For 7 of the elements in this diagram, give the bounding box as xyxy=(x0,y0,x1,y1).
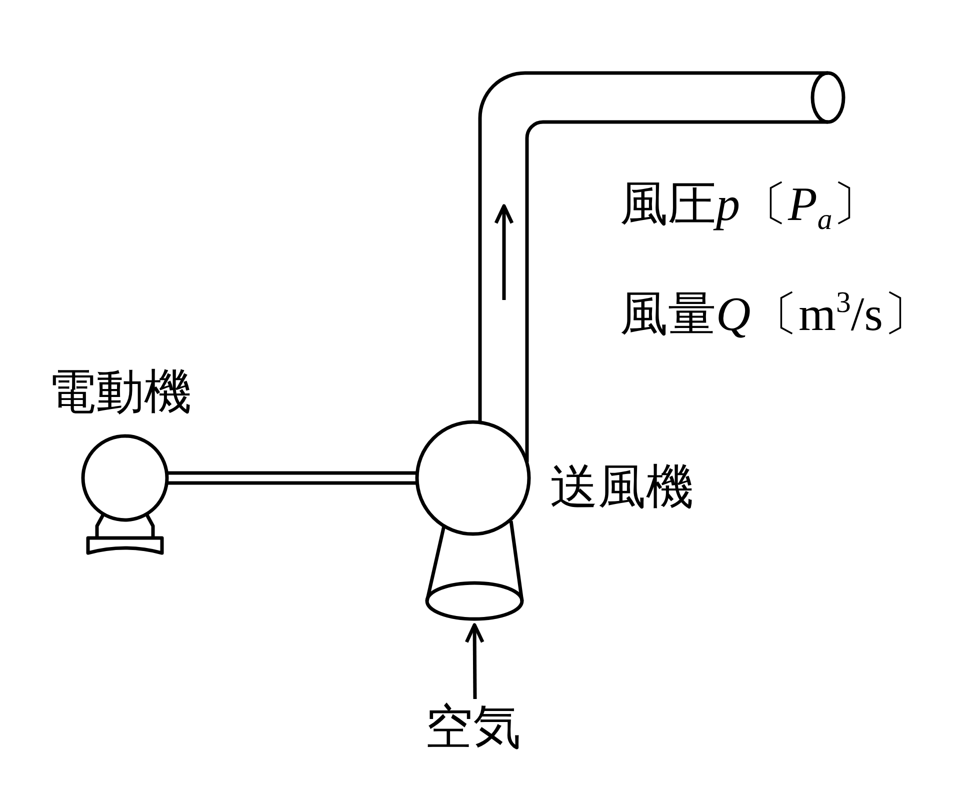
node-label: 空気 xyxy=(425,704,521,752)
arrow xyxy=(464,623,484,700)
shaft xyxy=(165,471,418,485)
quantity-label: 風圧p〔P$_{a}$〕 xyxy=(620,181,880,229)
node-label: 送風機 xyxy=(550,464,694,512)
node-label: 電動機 xyxy=(48,369,192,417)
quantity-label: 風量Q〔m$^{3}$/s〕 xyxy=(620,291,931,339)
